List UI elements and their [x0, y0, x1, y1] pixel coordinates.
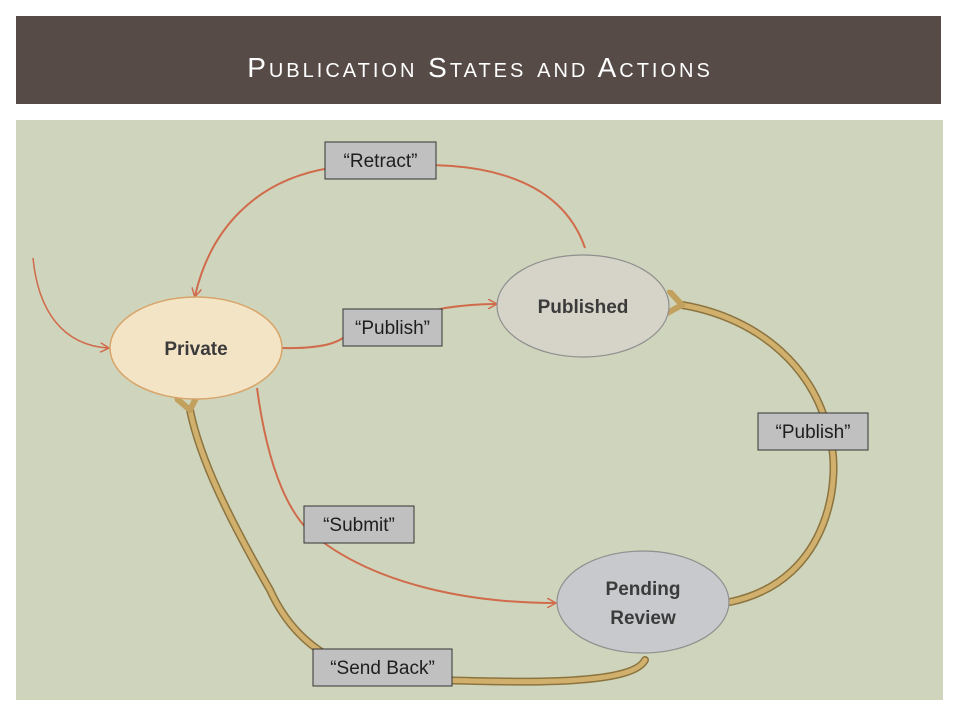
publish-from-pending-arrow: [678, 301, 838, 606]
state-published: Published: [496, 254, 670, 358]
state-pending-review: Pending Review: [556, 550, 730, 654]
action-submit-label: “Submit”: [323, 515, 395, 536]
action-retract: “Retract”: [324, 141, 437, 180]
state-pending-label-line2: Review: [610, 608, 676, 629]
entry-arrow: [32, 257, 108, 348]
action-publish-pending: “Publish”: [757, 412, 869, 451]
action-submit: “Submit”: [303, 505, 415, 544]
state-private: Private: [109, 296, 283, 400]
send-back-arrow: [186, 406, 649, 686]
action-retract-label: “Retract”: [344, 151, 418, 172]
title-bar: [16, 16, 941, 104]
diagram-canvas: [16, 120, 943, 700]
submit-arrow: [256, 387, 555, 603]
state-private-label: Private: [164, 339, 227, 360]
action-publish-pending-label: “Publish”: [776, 422, 851, 443]
action-publish-private: “Publish”: [342, 308, 443, 347]
state-pending-label-line1: Pending: [606, 579, 681, 600]
state-published-label: Published: [538, 297, 629, 318]
action-publish-private-label: “Publish”: [355, 318, 430, 339]
page-title: Publication States and Actions: [247, 52, 713, 83]
action-send-back: “Send Back”: [312, 648, 453, 687]
action-send-back-label: “Send Back”: [330, 658, 435, 679]
